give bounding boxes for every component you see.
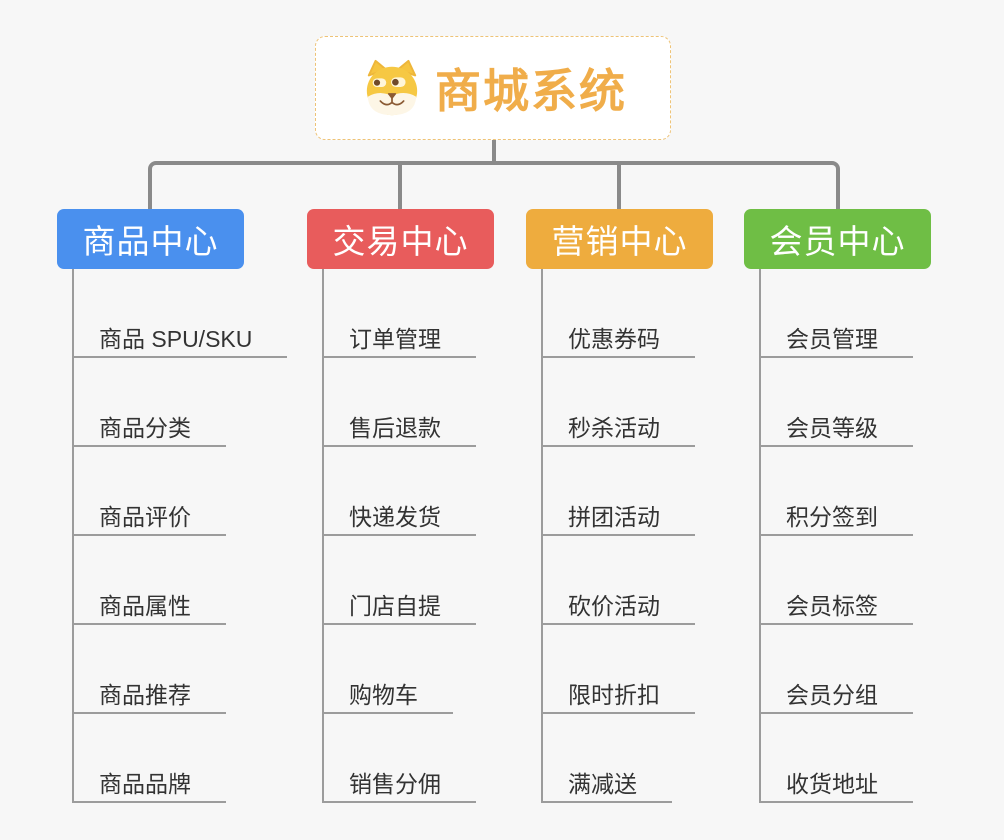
root-node[interactable]: 商城系统 <box>315 36 671 140</box>
branch-label: 会员中心 <box>769 223 906 260</box>
leaf-node[interactable]: 门店自提 <box>322 585 476 625</box>
leaf-node[interactable]: 商品评价 <box>72 496 226 536</box>
leaf-node[interactable]: 满减送 <box>541 763 672 803</box>
root-title: 商城系统 <box>435 65 627 117</box>
leaf-node[interactable]: 商品属性 <box>72 585 226 625</box>
leaf-node[interactable]: 会员标签 <box>759 585 913 625</box>
branch-node-trade-center[interactable]: 交易中心 <box>307 209 494 269</box>
branch-column-product: 商品中心 商品 SPU/SKU 商品分类 商品评价 商品属性 商品推荐 商品品牌 <box>57 209 302 819</box>
branch-column-trade: 交易中心 订单管理 售后退款 快递发货 门店自提 购物车 销售分佣 <box>307 209 552 819</box>
leaf-node[interactable]: 秒杀活动 <box>541 407 695 447</box>
leaf-node[interactable]: 收货地址 <box>759 763 913 803</box>
leaf-node[interactable]: 优惠券码 <box>541 318 695 358</box>
leaf-node[interactable]: 砍价活动 <box>541 585 695 625</box>
branch-column-marketing: 营销中心 优惠券码 秒杀活动 拼团活动 砍价活动 限时折扣 满减送 <box>526 209 771 819</box>
leaf-node[interactable]: 快递发货 <box>322 496 476 536</box>
branch-column-member: 会员中心 会员管理 会员等级 积分签到 会员标签 会员分组 收货地址 <box>744 209 989 819</box>
branch-node-product-center[interactable]: 商品中心 <box>57 209 244 269</box>
branch-drop-connector-2 <box>398 163 402 209</box>
leaf-node[interactable]: 积分签到 <box>759 496 913 536</box>
leaf-node[interactable]: 购物车 <box>322 674 453 714</box>
branch-label: 交易中心 <box>332 223 469 260</box>
leaf-node[interactable]: 售后退款 <box>322 407 476 447</box>
leaf-node[interactable]: 商品推荐 <box>72 674 226 714</box>
leaf-node[interactable]: 商品 SPU/SKU <box>72 318 288 358</box>
root-stem-connector <box>492 139 496 163</box>
dog-icon <box>359 58 425 118</box>
branch-label: 商品中心 <box>82 223 219 260</box>
leaf-node[interactable]: 限时折扣 <box>541 674 695 714</box>
leaf-node[interactable]: 商品分类 <box>72 407 226 447</box>
leaf-node[interactable]: 会员分组 <box>759 674 913 714</box>
branch-label: 营销中心 <box>551 223 688 260</box>
leaf-node[interactable]: 会员管理 <box>759 318 913 358</box>
branch-node-member-center[interactable]: 会员中心 <box>744 209 931 269</box>
leaf-node[interactable]: 拼团活动 <box>541 496 695 536</box>
leaf-node[interactable]: 商品品牌 <box>72 763 226 803</box>
leaf-node[interactable]: 销售分佣 <box>322 763 476 803</box>
leaf-node[interactable]: 会员等级 <box>759 407 913 447</box>
leaf-node[interactable]: 订单管理 <box>322 318 476 358</box>
branch-bus-connector <box>148 161 840 209</box>
branch-drop-connector-3 <box>617 163 621 209</box>
branch-node-marketing-center[interactable]: 营销中心 <box>526 209 713 269</box>
